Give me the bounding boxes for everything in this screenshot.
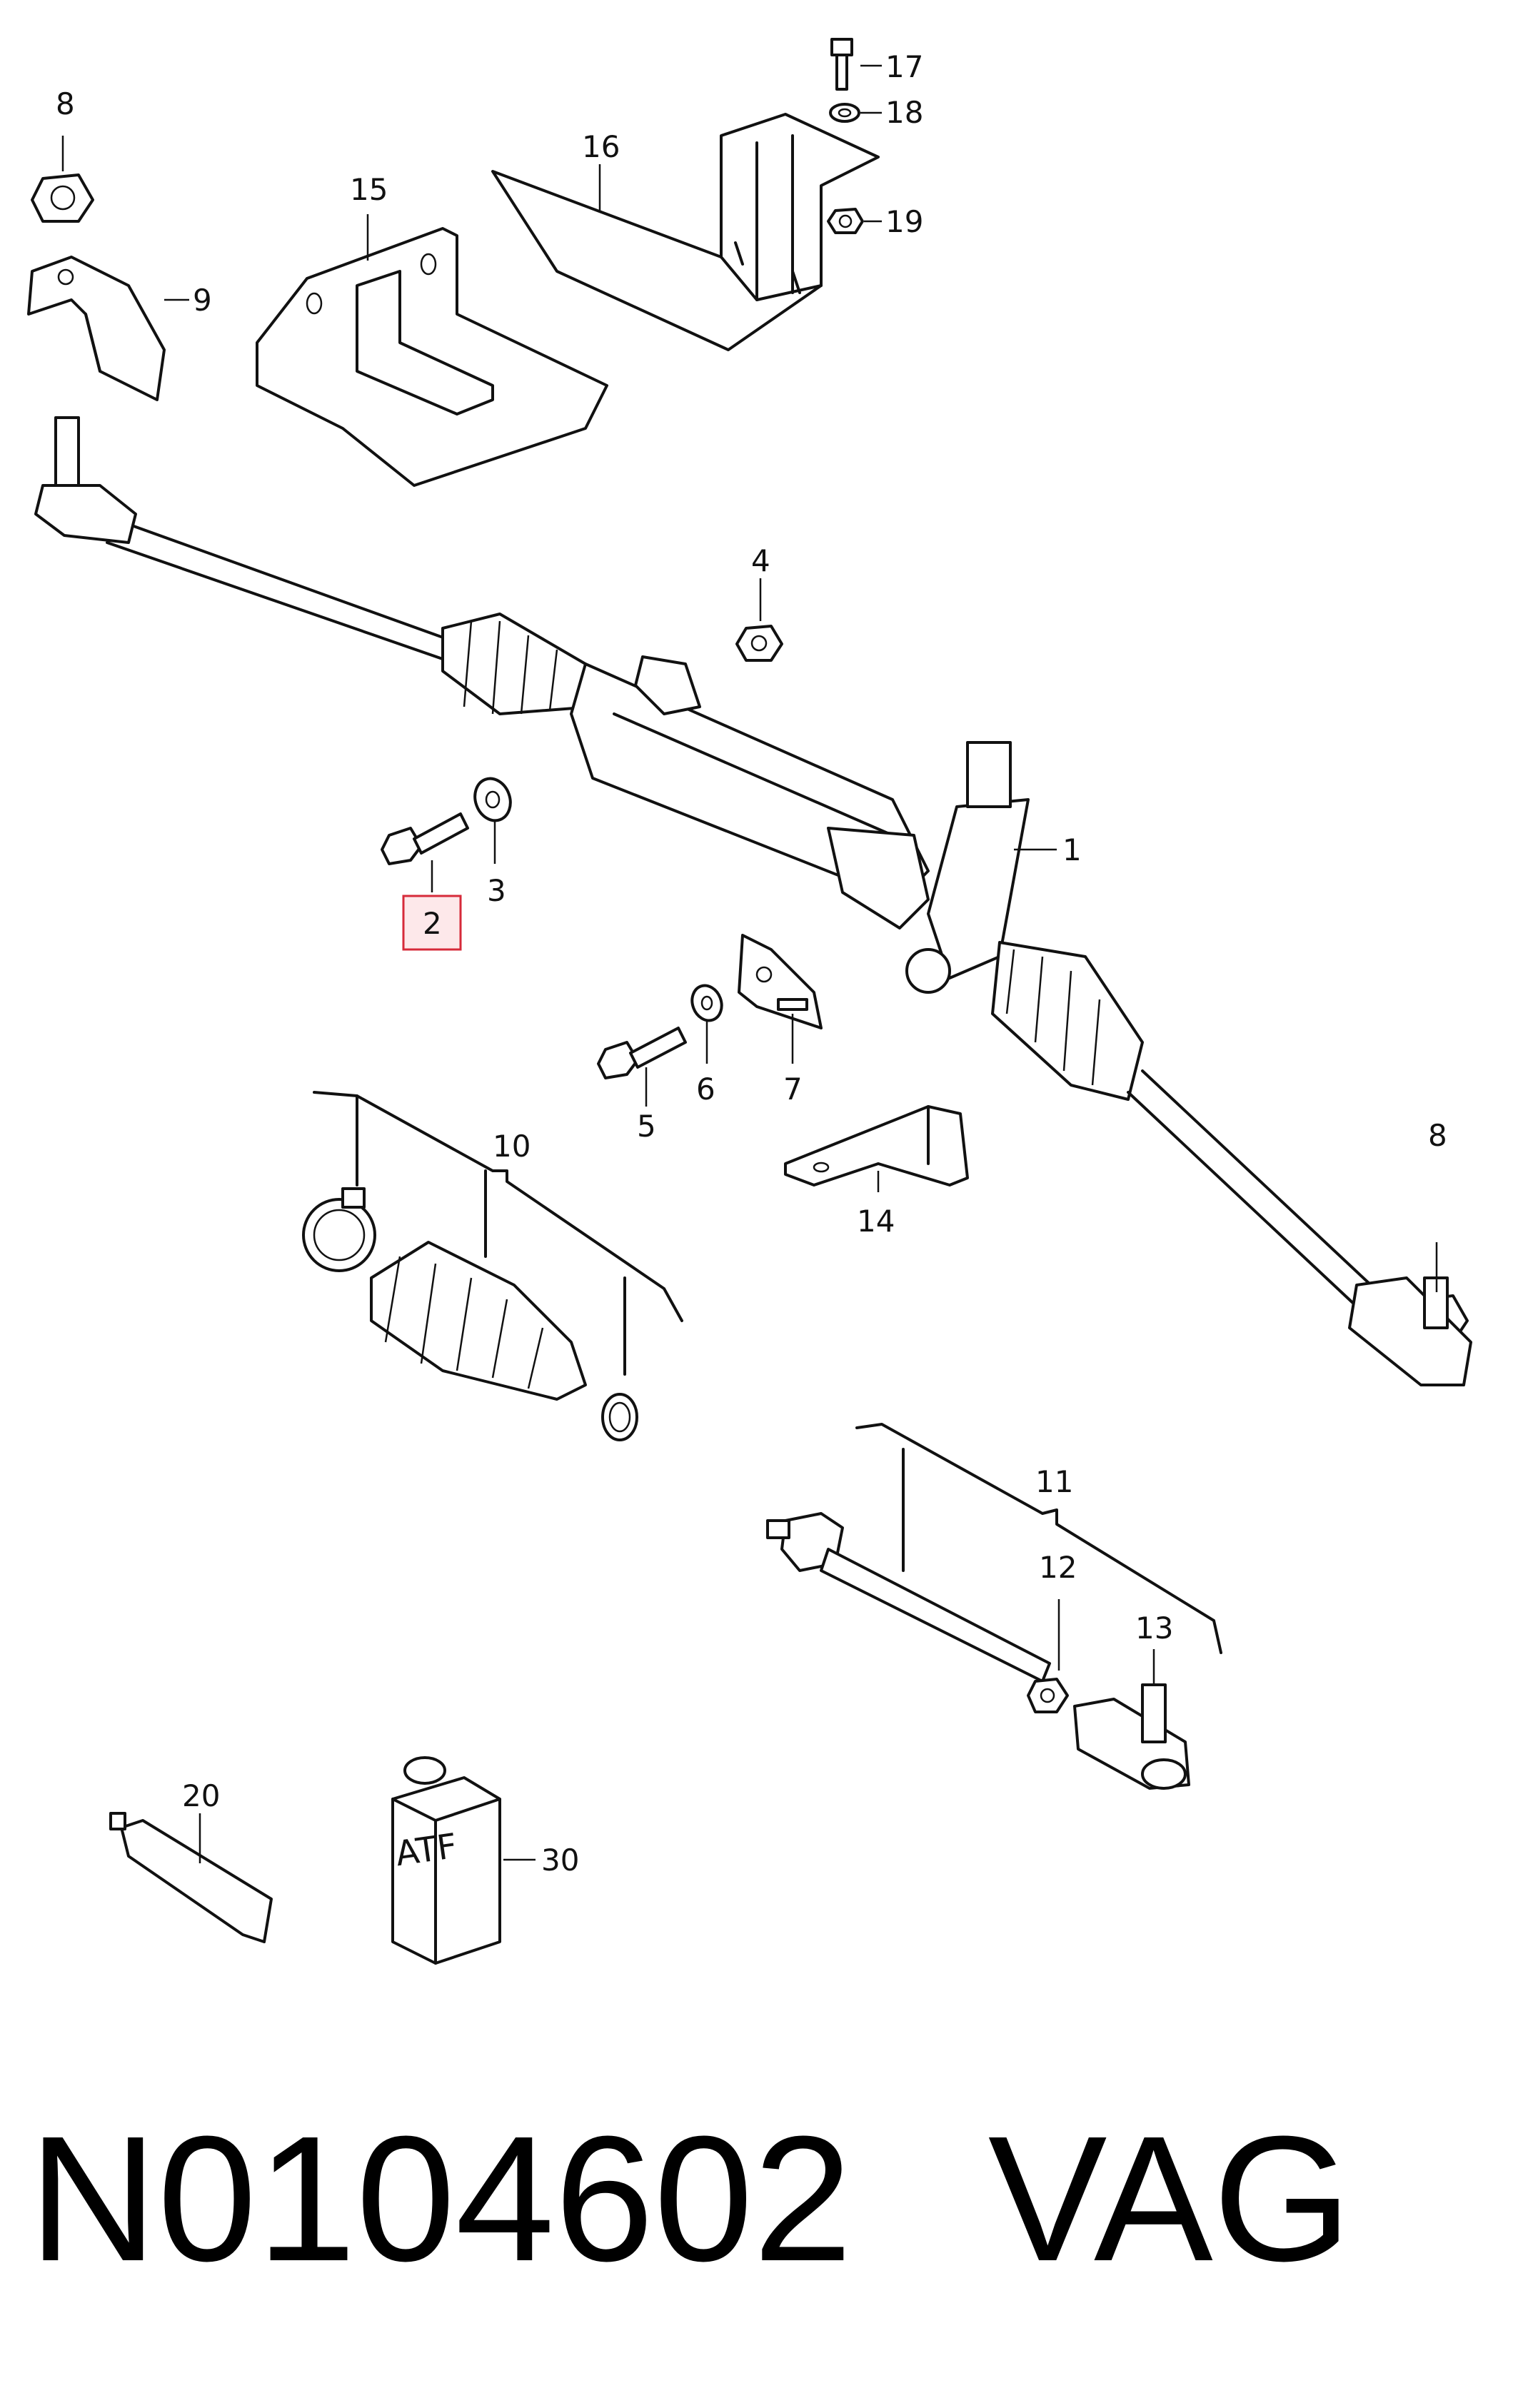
callout-8-right: 8 bbox=[1428, 1118, 1447, 1153]
callout-15: 15 bbox=[350, 172, 388, 207]
part-13-tie-rod-end bbox=[1073, 1683, 1190, 1790]
callout-10: 10 bbox=[493, 1129, 531, 1164]
callout-1: 1 bbox=[1062, 832, 1082, 867]
callout-18: 18 bbox=[885, 95, 923, 130]
callout-leader-lines bbox=[61, 64, 1438, 1863]
callout-9: 9 bbox=[193, 283, 212, 318]
callout-7: 7 bbox=[783, 1072, 803, 1107]
callout-17: 17 bbox=[885, 49, 923, 84]
callout-16: 16 bbox=[582, 129, 620, 164]
part-30-atf-bottle: ATF bbox=[391, 1756, 501, 1965]
steering-rack-exploded-diagram: ATF 8 9 15 16 17 18 19 4 1 2 3 bbox=[27, 38, 1472, 1965]
part-17-bolt bbox=[830, 38, 853, 91]
atf-label: ATF bbox=[393, 1826, 460, 1874]
part-8-nut-top bbox=[31, 173, 94, 223]
part-5-bolt bbox=[597, 1027, 687, 1079]
part-18-washer bbox=[829, 103, 860, 123]
callout-labels: 8 9 15 16 17 18 19 4 1 2 3 5 6 7 10 14 8… bbox=[56, 49, 1447, 1878]
part-14-bracket bbox=[784, 1105, 969, 1187]
part-3-washer bbox=[473, 777, 512, 822]
part-1-steering-rack bbox=[34, 416, 1472, 1386]
part-20-grease-tube bbox=[109, 1812, 273, 1943]
callout-20: 20 bbox=[182, 1778, 220, 1813]
callout-19: 19 bbox=[885, 204, 923, 239]
callout-6: 6 bbox=[696, 1072, 715, 1107]
callout-11: 11 bbox=[1035, 1464, 1073, 1499]
part-11-inner-tie-rod bbox=[766, 1423, 1222, 1683]
part-16-shield-bracket bbox=[491, 113, 880, 351]
callout-12: 12 bbox=[1039, 1550, 1077, 1585]
callout-2-highlight bbox=[402, 895, 462, 951]
callout-3: 3 bbox=[487, 873, 506, 908]
callout-30: 30 bbox=[541, 1843, 579, 1878]
part-10-boot-kit bbox=[302, 1091, 683, 1441]
part-4-nut bbox=[735, 625, 783, 662]
part-7-plate bbox=[738, 934, 823, 1029]
part-19-nut bbox=[827, 208, 864, 234]
callout-8-top: 8 bbox=[56, 86, 75, 121]
callout-5: 5 bbox=[637, 1109, 656, 1144]
part-15-bracket-plate bbox=[256, 227, 608, 487]
part-6-washer bbox=[690, 984, 723, 1022]
brand-name: VAG bbox=[987, 2099, 1352, 2298]
callout-4: 4 bbox=[751, 543, 770, 578]
part-12-nut bbox=[1027, 1678, 1069, 1713]
part-number: N0104602 bbox=[29, 2099, 853, 2298]
part-2-bolt bbox=[381, 812, 469, 865]
part-number-footer: N0104602 VAG bbox=[29, 2092, 1485, 2306]
callout-13: 13 bbox=[1135, 1611, 1173, 1646]
callout-14: 14 bbox=[857, 1204, 895, 1239]
callout-2: 2 bbox=[423, 906, 442, 941]
part-9-bracket bbox=[27, 256, 166, 401]
